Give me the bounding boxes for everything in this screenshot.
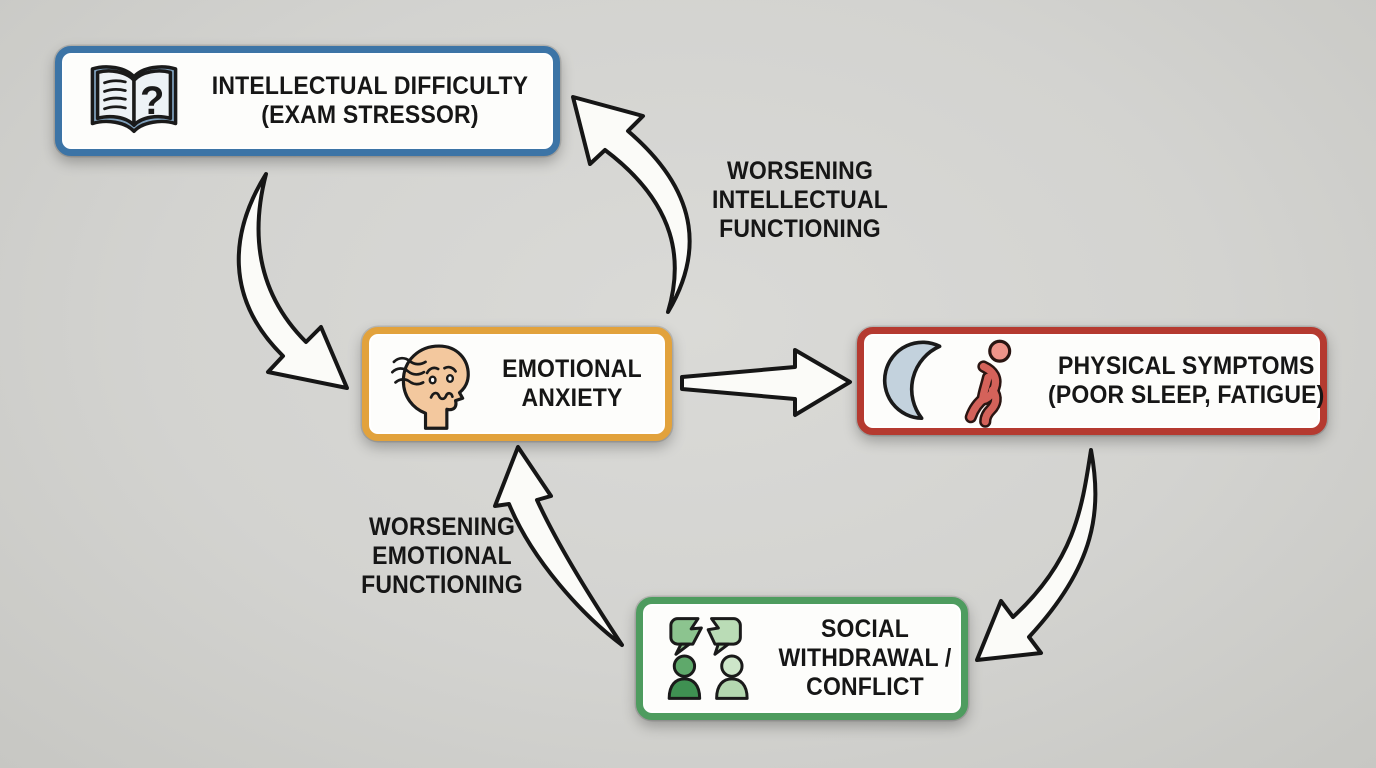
arrow-physical-to-social bbox=[975, 448, 1098, 662]
arrow-intellectual-to-emotional bbox=[236, 172, 349, 390]
edge-label-line: INTELLECTUAL bbox=[712, 186, 888, 214]
node-label-line: ANXIETY bbox=[521, 384, 623, 412]
node-label-line: CONFLICT bbox=[806, 673, 924, 702]
node-label-social: SOCIAL WITHDRAWAL / CONFLICT bbox=[779, 615, 952, 703]
node-label-line: SOCIAL bbox=[821, 614, 910, 643]
node-label-line: EMOTIONAL bbox=[502, 354, 642, 383]
arrow-emotional-to-intellectual bbox=[571, 95, 692, 314]
people-broken-speech-icon bbox=[667, 617, 749, 700]
arrow-emotional-to-physical bbox=[680, 348, 852, 417]
node-emotional-anxiety: EMOTIONAL ANXIETY bbox=[362, 327, 672, 441]
edge-label-line: WORSENING bbox=[368, 513, 516, 541]
node-label-emotional: EMOTIONAL ANXIETY bbox=[499, 355, 644, 414]
open-book-question-icon: ? bbox=[90, 65, 178, 134]
node-label-line: INTELLECTUAL DIFFICULTY bbox=[211, 71, 529, 100]
edge-label-line: FUNCTIONING bbox=[361, 571, 523, 599]
moon-fatigued-person-icon bbox=[882, 339, 1012, 428]
edge-label-worsening-emotional-functioning: WORSENING EMOTIONAL FUNCTIONING bbox=[332, 513, 553, 600]
node-label-intellectual: INTELLECTUAL DIFFICULTY (EXAM STRESSOR) bbox=[212, 72, 528, 131]
node-label-line: WITHDRAWAL / bbox=[778, 643, 952, 672]
node-intellectual-difficulty: ? INTELLECTUAL DIFFICULTY (EXAM STRESSOR… bbox=[55, 46, 560, 156]
edge-label-line: EMOTIONAL bbox=[372, 542, 512, 570]
node-label-line: (POOR SLEEP, FATIGUE) bbox=[1048, 381, 1325, 409]
edge-label-line: WORSENING bbox=[726, 157, 874, 185]
edge-label-worsening-intellectual-functioning: WORSENING INTELLECTUAL FUNCTIONING bbox=[690, 157, 911, 244]
node-social-withdrawal-conflict: SOCIAL WITHDRAWAL / CONFLICT bbox=[636, 597, 968, 720]
node-label-line: (EXAM STRESSOR) bbox=[261, 101, 479, 129]
edge-label-line: FUNCTIONING bbox=[719, 215, 881, 243]
node-physical-symptoms: PHYSICAL SYMPTOMS (POOR SLEEP, FATIGUE) bbox=[857, 327, 1327, 435]
node-label-line: PHYSICAL SYMPTOMS bbox=[1057, 351, 1315, 380]
svg-text:?: ? bbox=[140, 79, 164, 123]
anxious-face-icon bbox=[390, 344, 470, 430]
node-label-physical: PHYSICAL SYMPTOMS (POOR SLEEP, FATIGUE) bbox=[1048, 352, 1325, 411]
arrow-social-to-emotional bbox=[493, 445, 624, 647]
